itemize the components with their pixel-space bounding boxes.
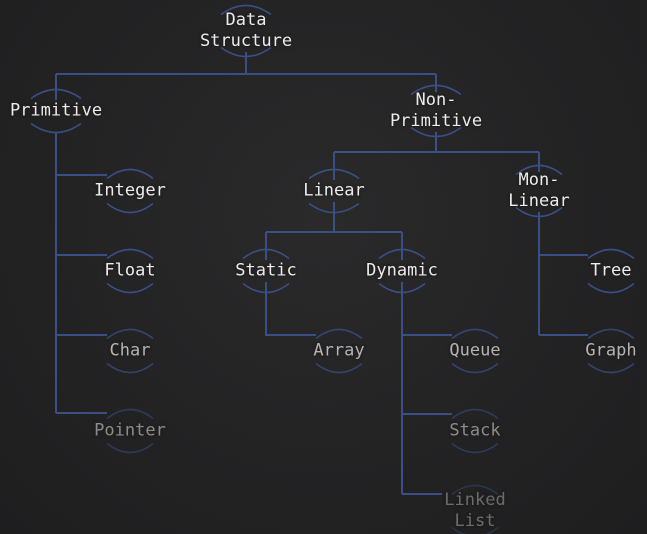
- node-arc-top-14: [451, 484, 499, 496]
- node-arc-bottom-13: [451, 442, 499, 454]
- node-arc-bottom-14: [451, 526, 499, 534]
- connector-lines: [55, 52, 588, 495]
- node-arc-bottom-9: [242, 282, 290, 294]
- node-arc-top-7: [308, 168, 360, 180]
- node-array: Array: [313, 340, 365, 361]
- node-arc-bottom-10: [378, 282, 426, 294]
- node-arc-bottom-7: [308, 202, 360, 214]
- node-non-primitive: Non- Primitive: [389, 90, 483, 131]
- node-arc-bottom-0: [220, 46, 272, 58]
- node-primitive: Primitive: [9, 100, 103, 121]
- node-graph: Graph: [585, 340, 637, 361]
- node-arc-top-8: [515, 164, 563, 176]
- node-non-linear: Mon- Linear: [508, 170, 570, 211]
- node-arc-bottom-3: [106, 282, 154, 294]
- node-arc-bottom-6: [410, 126, 462, 138]
- node-tree: Tree: [590, 260, 632, 281]
- node-char: Char: [109, 340, 151, 361]
- node-arc-top-0: [220, 4, 272, 16]
- node-arc-bottom-4: [106, 362, 154, 374]
- node-arc-bottom-1: [30, 122, 82, 134]
- node-arcs: [30, 4, 635, 534]
- node-arc-bottom-15: [587, 282, 635, 294]
- node-arc-bottom-2: [106, 202, 154, 214]
- node-dynamic: Dynamic: [366, 260, 438, 281]
- node-arc-top-11: [315, 328, 363, 340]
- node-pointer: Pointer: [94, 420, 166, 441]
- node-arc-top-1: [30, 88, 82, 100]
- node-arc-top-15: [587, 248, 635, 260]
- node-queue: Queue: [449, 340, 501, 361]
- node-arc-top-10: [378, 248, 426, 260]
- node-arc-top-4: [106, 328, 154, 340]
- node-arc-top-9: [242, 248, 290, 260]
- node-arc-top-5: [106, 408, 154, 420]
- node-float: Float: [104, 260, 156, 281]
- node-linear: Linear: [303, 180, 365, 201]
- node-arc-top-12: [451, 328, 499, 340]
- node-arc-bottom-11: [315, 362, 363, 374]
- node-arc-top-16: [587, 328, 635, 340]
- node-arc-top-6: [410, 84, 462, 96]
- connector-line-17: [265, 282, 316, 336]
- node-arc-top-3: [106, 248, 154, 260]
- node-arc-bottom-8: [515, 206, 563, 218]
- node-arc-bottom-5: [106, 442, 154, 454]
- node-arc-top-2: [106, 168, 154, 180]
- node-static: Static: [235, 260, 297, 281]
- node-linked-list: Linked List: [444, 490, 506, 531]
- node-arc-bottom-16: [587, 362, 635, 374]
- node-integer: Integer: [94, 180, 166, 201]
- node-stack: Stack: [449, 420, 501, 441]
- node-data-structure: Data Structure: [199, 10, 293, 51]
- node-arc-top-13: [451, 408, 499, 420]
- node-arc-bottom-12: [451, 362, 499, 374]
